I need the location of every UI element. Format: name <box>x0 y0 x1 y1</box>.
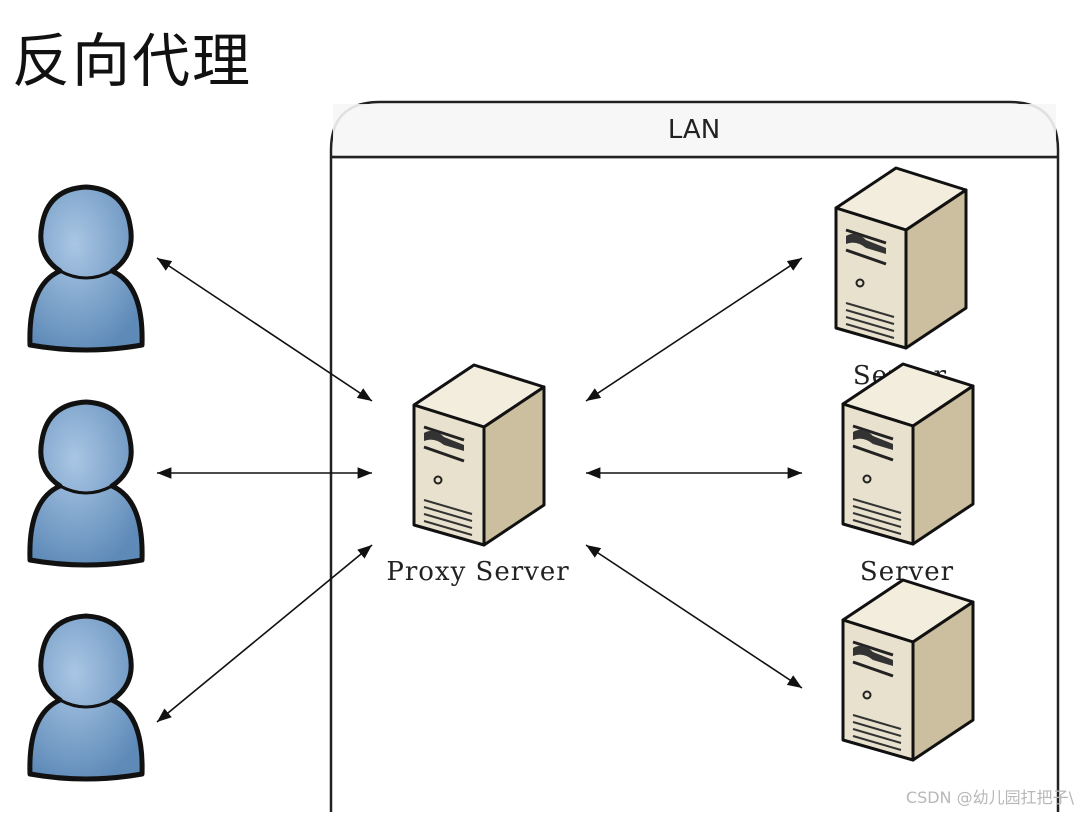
client-user-icon <box>30 187 142 350</box>
proxy-server-icon <box>412 363 546 547</box>
backend-server-icon <box>841 362 975 546</box>
page-title: 反向代理 <box>12 27 253 95</box>
watermark: CSDN @幼儿园扛把子\ <box>905 788 1074 807</box>
client-proxy-arrow <box>156 544 373 723</box>
client-user-icon <box>30 402 142 565</box>
proxy-server-arrow <box>585 544 803 689</box>
backend-server-icon <box>841 578 975 762</box>
client-user-icon <box>30 616 142 779</box>
backend-server-icon <box>834 166 968 350</box>
proxy-server-arrow <box>585 257 803 402</box>
client-proxy-arrow <box>156 257 373 402</box>
proxy-server-label: Proxy Server <box>386 557 569 587</box>
lan-label: LAN <box>668 115 720 145</box>
